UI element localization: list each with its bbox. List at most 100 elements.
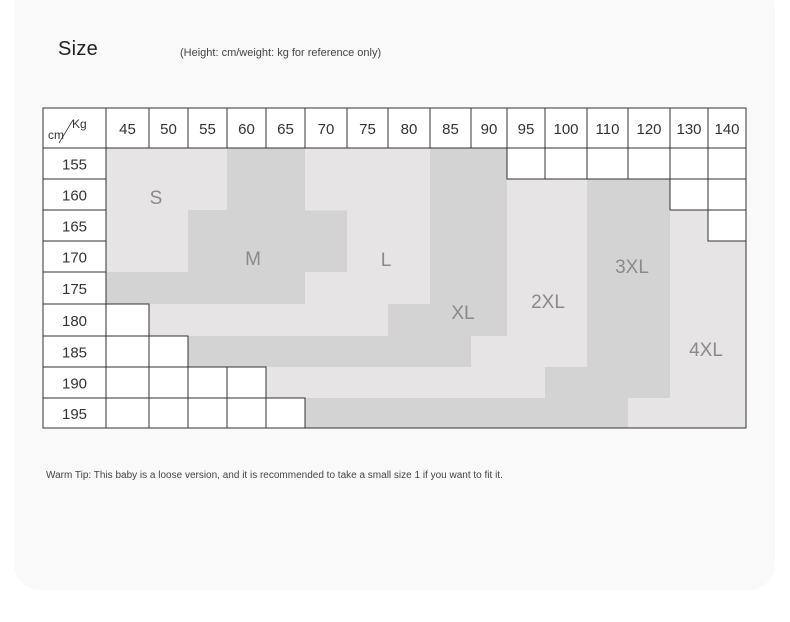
size-cell-2xl — [507, 179, 546, 211]
corner-diagonal — [58, 119, 74, 144]
size-cell-2xl — [507, 304, 546, 337]
size-cell-2xl — [545, 336, 588, 368]
size-cell-3xl — [628, 210, 671, 242]
size-cell-l — [188, 304, 228, 337]
size-cell-m — [227, 148, 267, 180]
size-cell-3xl — [545, 398, 588, 429]
size-cell-xl — [430, 304, 472, 337]
size-cell-3xl — [471, 398, 508, 429]
size-cell-l — [347, 241, 389, 273]
height-label: 175 — [62, 281, 87, 298]
size-cell-4xl — [708, 272, 747, 305]
size-cell-2xl — [545, 210, 588, 242]
size-cell-2xl — [471, 367, 508, 399]
size-cell-m — [305, 210, 348, 242]
size-cell-xl — [430, 179, 472, 211]
size-cell-2xl — [430, 367, 472, 399]
weight-label: 65 — [277, 121, 294, 138]
size-cell-3xl — [587, 304, 629, 337]
weight-label: 75 — [359, 121, 376, 138]
size-cell-s — [106, 179, 150, 211]
weight-label: 120 — [636, 121, 661, 138]
size-cell-2xl — [388, 367, 431, 399]
size-cell-l — [149, 304, 189, 337]
size-cell-s — [188, 148, 228, 180]
size-cell-s — [106, 210, 150, 242]
size-cell-4xl — [708, 336, 747, 368]
size-label-3xl: 3XL — [615, 257, 649, 278]
size-cell-l — [388, 241, 431, 273]
size-cell-3xl — [507, 398, 546, 429]
size-cell-m — [227, 241, 267, 273]
size-cell-m — [266, 210, 306, 242]
size-cell-s — [149, 210, 189, 242]
size-label-4xl: 4XL — [689, 340, 723, 361]
height-label: 180 — [62, 313, 87, 330]
size-cell-xl — [430, 272, 472, 305]
size-cell-m — [188, 210, 228, 242]
size-cell-m — [266, 179, 306, 211]
subtitle-note: (Height: cm/weight: kg for reference onl… — [180, 47, 382, 59]
size-label-xl: XL — [451, 303, 474, 324]
size-cell-l — [347, 272, 389, 305]
size-cell-xl — [471, 304, 508, 337]
size-cell-3xl — [587, 179, 629, 211]
size-cell-2xl — [545, 272, 588, 305]
size-cell-l — [305, 304, 348, 337]
size-cell-xl — [430, 210, 472, 242]
weight-label: 70 — [318, 121, 335, 138]
size-cell-l — [347, 148, 389, 180]
size-cell-3xl — [430, 398, 472, 429]
height-label: 155 — [62, 157, 87, 174]
size-cell-3xl — [628, 179, 671, 211]
weight-label: 110 — [596, 121, 620, 138]
weight-label: 140 — [714, 121, 739, 138]
weight-label: 85 — [442, 121, 459, 138]
size-cell-s — [106, 241, 150, 273]
size-cell-3xl — [587, 398, 629, 429]
size-cell-2xl — [347, 367, 389, 399]
size-cell-3xl — [347, 398, 389, 429]
size-cell-3xl — [587, 272, 629, 305]
corner-unit-kg: Kg — [72, 117, 87, 131]
height-label: 195 — [62, 406, 87, 423]
size-cell-m — [188, 272, 228, 305]
size-cell-m — [227, 210, 267, 242]
size-cell-2xl — [507, 336, 546, 368]
size-label-m: M — [245, 249, 261, 270]
size-cell-xl — [347, 336, 389, 368]
size-cell-l — [305, 148, 348, 180]
size-cell-xl — [430, 148, 472, 180]
size-cell-4xl — [708, 304, 747, 337]
size-cell-l — [388, 148, 431, 180]
size-cell-3xl — [587, 367, 629, 399]
size-cell-xl — [471, 179, 508, 211]
size-cell-s — [149, 179, 189, 211]
size-cell-2xl — [545, 241, 588, 273]
size-cell-xl — [471, 148, 508, 180]
size-cell-l — [305, 179, 348, 211]
size-label-l: L — [381, 250, 392, 271]
size-cell-l — [227, 304, 267, 337]
size-cell-m — [149, 272, 189, 305]
height-label: 190 — [62, 376, 87, 393]
weight-label: 80 — [401, 121, 418, 138]
size-cell-2xl — [507, 272, 546, 305]
weight-label: 45 — [119, 121, 136, 138]
size-cell-4xl — [708, 398, 747, 429]
weight-label: 60 — [238, 121, 255, 138]
size-cell-s — [106, 148, 150, 180]
size-cell-m — [188, 241, 228, 273]
size-cell-3xl — [545, 367, 588, 399]
size-cell-4xl — [708, 241, 747, 273]
size-cell-2xl — [471, 336, 508, 368]
size-cell-3xl — [587, 210, 629, 242]
height-label: 160 — [62, 188, 87, 205]
size-cell-xl — [430, 336, 472, 368]
size-cell-3xl — [628, 336, 671, 368]
size-cell-4xl — [670, 210, 709, 242]
size-cell-l — [388, 210, 431, 242]
size-cell-l — [347, 304, 389, 337]
table-outer-border — [42, 107, 747, 429]
